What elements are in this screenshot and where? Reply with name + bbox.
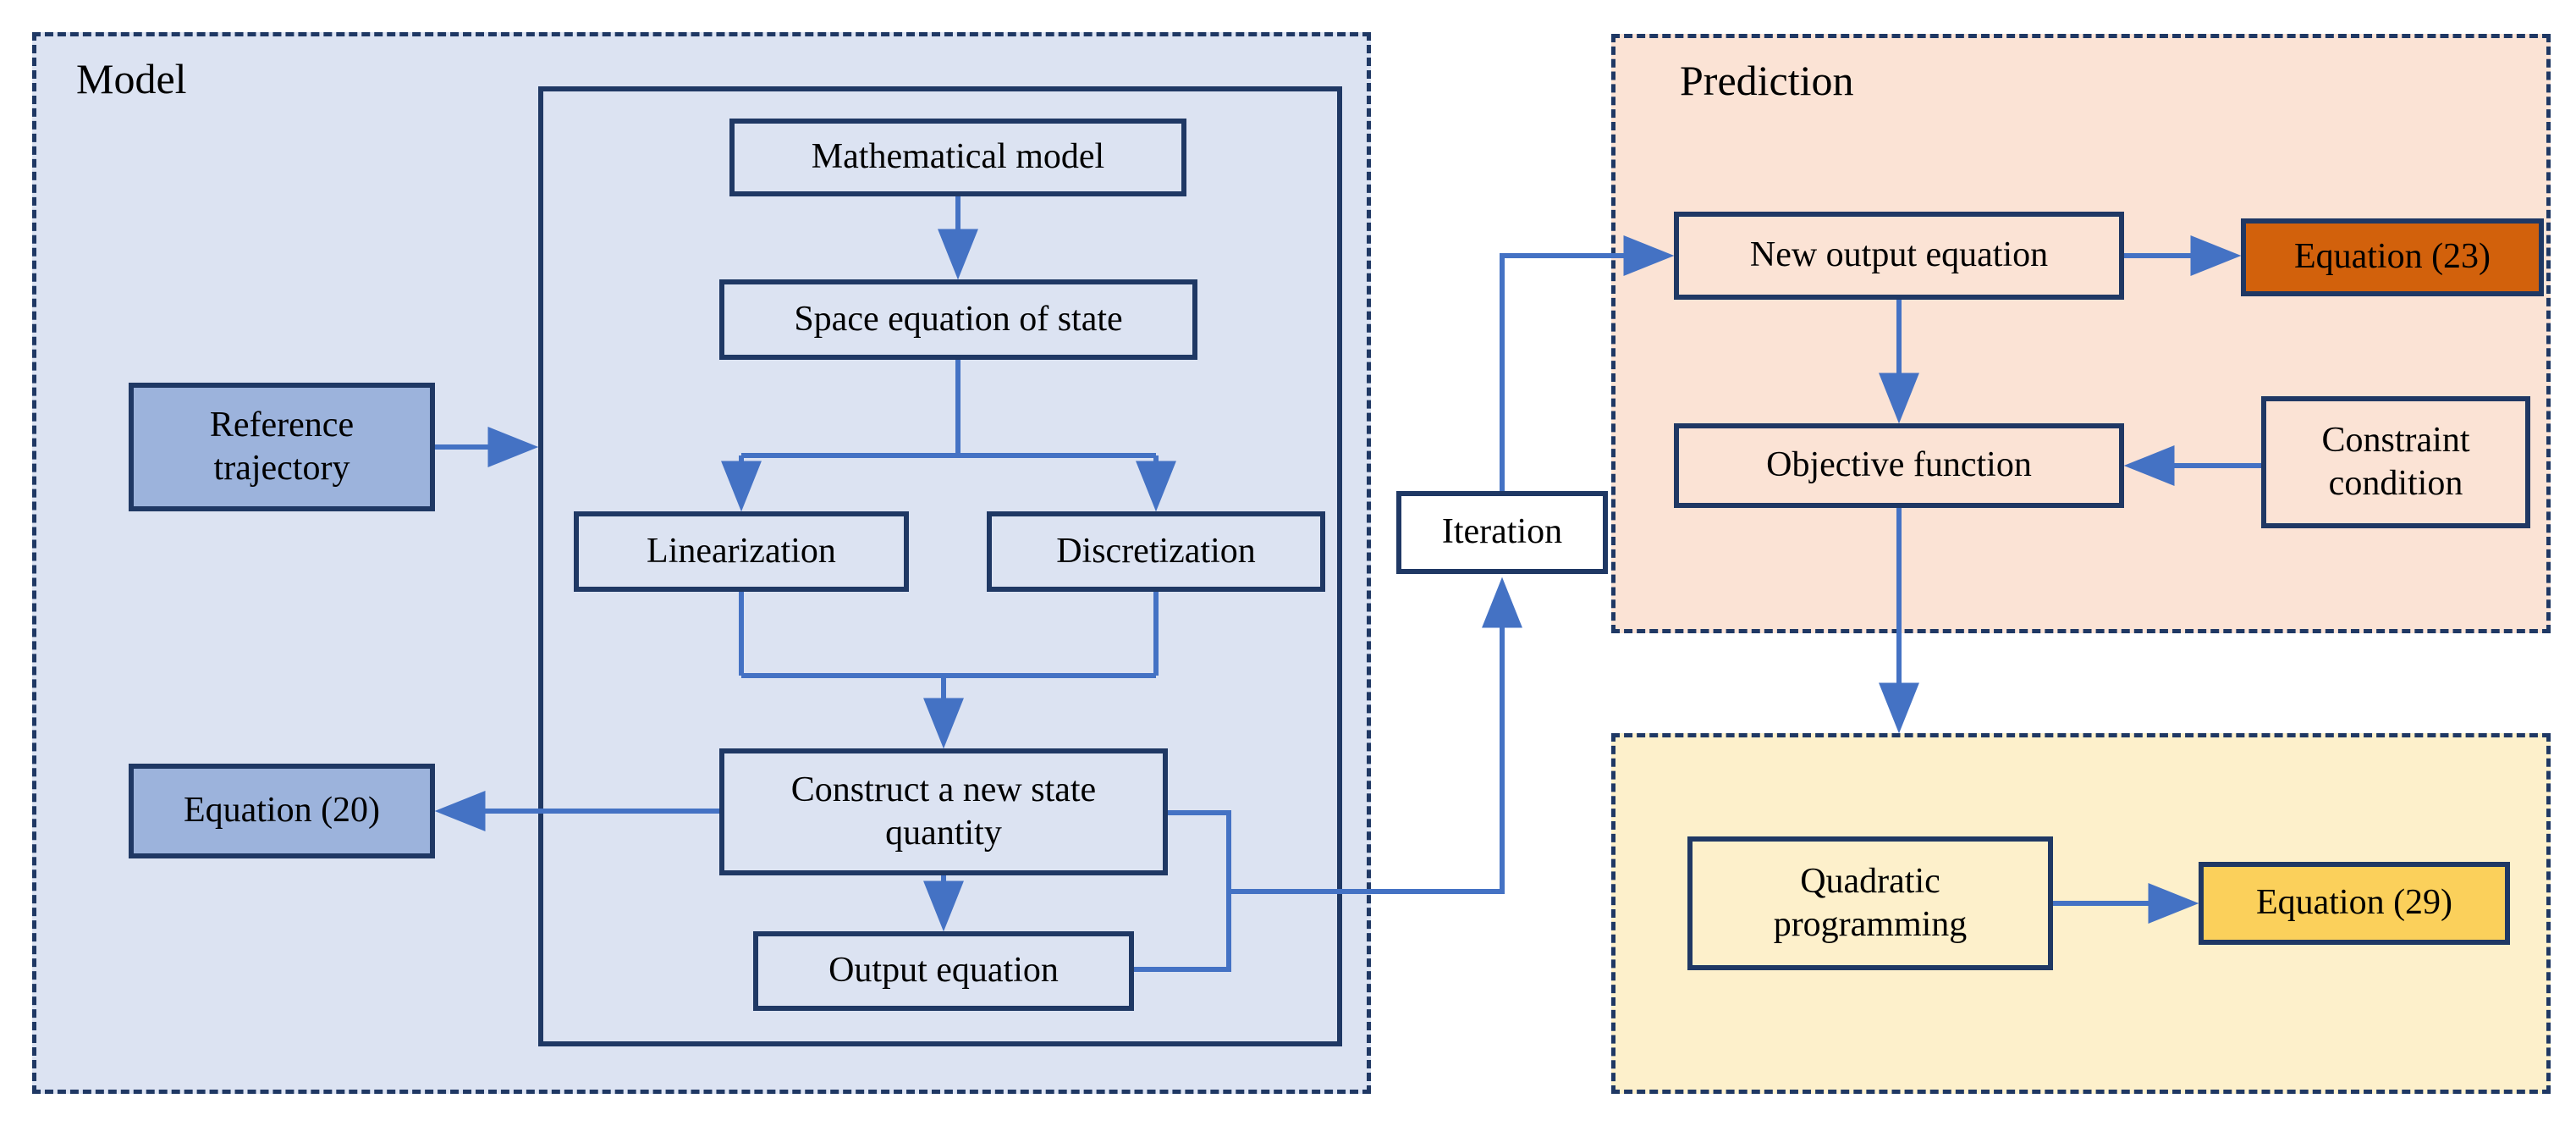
- node-space-equation-of-state[interactable]: Space equation of state: [719, 279, 1197, 360]
- node-equation-23[interactable]: Equation (23): [2241, 218, 2544, 296]
- node-iteration[interactable]: Iteration: [1396, 491, 1608, 574]
- panel-prediction: [1611, 34, 2551, 633]
- node-equation-29[interactable]: Equation (29): [2199, 862, 2510, 945]
- node-construct-new-state-quantity[interactable]: Construct a new state quantity: [719, 748, 1168, 875]
- node-objective-function[interactable]: Objective function: [1674, 423, 2124, 508]
- panel-model-title: Model: [76, 55, 187, 102]
- node-constraint-condition[interactable]: Constraint condition: [2261, 396, 2530, 528]
- node-mathematical-model[interactable]: Mathematical model: [729, 119, 1186, 196]
- panel-prediction-title: Prediction: [1680, 57, 1854, 104]
- node-discretization[interactable]: Discretization: [987, 511, 1325, 592]
- node-linearization[interactable]: Linearization: [574, 511, 909, 592]
- model-inner-container: [538, 86, 1342, 1046]
- node-equation-20[interactable]: Equation (20): [129, 764, 435, 858]
- node-output-equation[interactable]: Output equation: [753, 931, 1134, 1011]
- node-new-output-equation[interactable]: New output equation: [1674, 212, 2124, 300]
- node-reference-trajectory[interactable]: Reference trajectory: [129, 383, 435, 511]
- node-quadratic-programming[interactable]: Quadratic programming: [1687, 836, 2053, 970]
